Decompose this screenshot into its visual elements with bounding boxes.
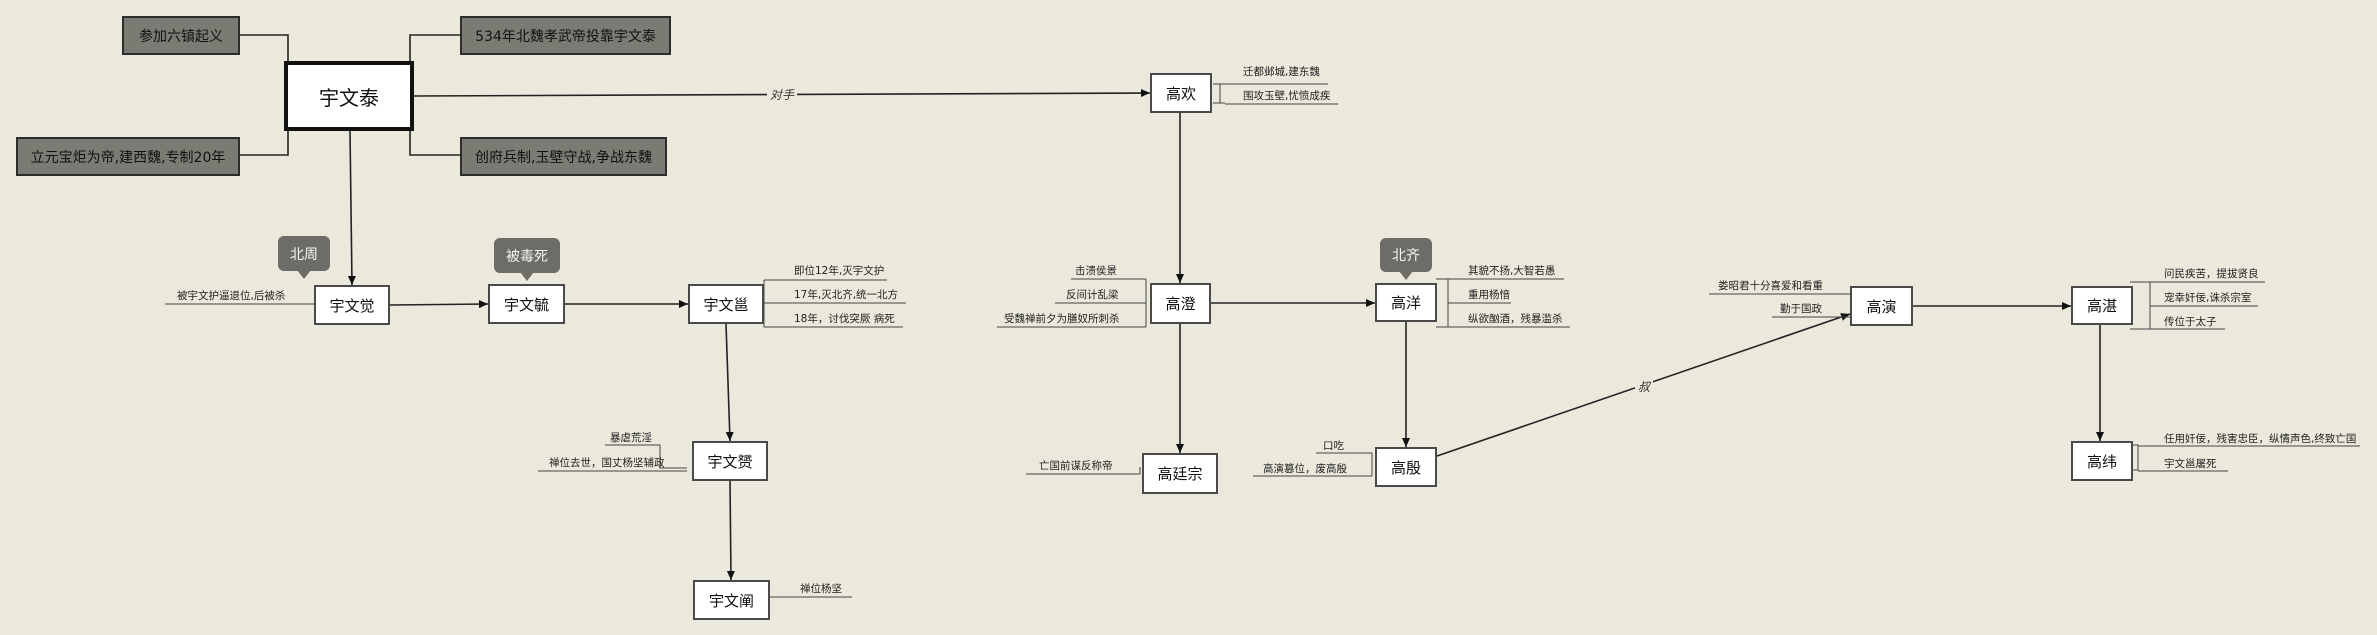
note-gaoyan-2: 勤于国政 bbox=[1780, 303, 1822, 315]
note-gaozhan-3: 传位于太子 bbox=[2164, 316, 2217, 328]
tag-liuzhen[interactable]: 参加六镇起义 bbox=[122, 16, 240, 55]
note-gaoyin-1: 口吃 bbox=[1323, 440, 1344, 452]
note-gaozhan-1: 问民疾苦，提拔贤良 bbox=[2164, 268, 2259, 280]
node-gaozhan[interactable]: 高湛 bbox=[2071, 286, 2133, 325]
tag-xiwei[interactable]: 立元宝炬为帝,建西魏,专制20年 bbox=[16, 137, 240, 176]
edge-yuwenyun-yuwenchan bbox=[726, 480, 735, 581]
note-yuwenyun-2: 禅位去世，国丈杨坚辅政 bbox=[549, 457, 665, 469]
connector-fubing bbox=[409, 130, 460, 156]
note-gaowei-1: 任用奸佞，残害忠臣，纵情声色,终致亡国 bbox=[2164, 433, 2357, 445]
node-yuwentai[interactable]: 宇文泰 bbox=[284, 61, 414, 131]
note-gaoyang-1: 其貌不扬,大智若愚 bbox=[1468, 265, 1556, 277]
note-yuwenyong-2: 17年,灭北齐,统一北方 bbox=[794, 289, 899, 301]
note-gaocheng-2: 反间计乱梁 bbox=[1066, 289, 1119, 301]
note-gaoyang-2: 重用杨愔 bbox=[1468, 289, 1510, 301]
note-yuwenyong-1: 即位12年,灭宇文护 bbox=[794, 265, 885, 277]
node-gaocheng[interactable]: 高澄 bbox=[1150, 283, 1211, 324]
note-gaocheng-1: 击溃侯景 bbox=[1075, 265, 1117, 277]
note-gaotingzong-1: 亡国前谋反称帝 bbox=[1039, 460, 1113, 472]
node-yuwenjue[interactable]: 宇文觉 bbox=[314, 285, 390, 325]
notes-gaocheng-bracket bbox=[1132, 278, 1147, 328]
note-gaohuan-2: 围攻玉壁,忧愤成疾 bbox=[1243, 90, 1331, 102]
node-yuwenchan[interactable]: 宇文阐 bbox=[693, 580, 770, 620]
connector-xiwei bbox=[240, 130, 289, 156]
connector-liuzhen bbox=[240, 34, 289, 62]
node-gaowei[interactable]: 高纬 bbox=[2071, 441, 2133, 481]
note-gaoyan-1: 娄昭君十分喜爱和看重 bbox=[1718, 280, 1823, 292]
note-gaoyin-2: 高演篡位，废高殷 bbox=[1263, 463, 1347, 475]
node-gaoyin[interactable]: 高殷 bbox=[1375, 447, 1437, 487]
note-yuwenjue-1: 被宇文护逼退位,后被杀 bbox=[177, 290, 286, 302]
notes-yuwenyong-bracket bbox=[763, 279, 778, 328]
edge-yuwenjue-yuwenyu bbox=[389, 300, 489, 309]
node-yuwenyun[interactable]: 宇文赟 bbox=[692, 441, 768, 481]
node-gaotingzong[interactable]: 高廷宗 bbox=[1142, 453, 1218, 494]
note-gaozhan-2: 宠幸奸佞,诛杀宗室 bbox=[2164, 292, 2252, 304]
bubble-beidusi: 被毒死 bbox=[494, 238, 560, 281]
edge-yuwentai-yuwenjue bbox=[347, 130, 356, 286]
tag-beiwei534[interactable]: 534年北魏孝武帝投靠宇文泰 bbox=[460, 16, 671, 55]
bubble-beiqi: 北齐 bbox=[1380, 238, 1432, 280]
note-gaohuan-1: 迁都邺城,建东魏 bbox=[1243, 66, 1320, 78]
note-gaocheng-3: 受魏禅前夕为膳奴所刺杀 bbox=[1004, 313, 1120, 325]
tag-fubing[interactable]: 创府兵制,玉壁守战,争战东魏 bbox=[460, 137, 667, 176]
node-gaoyang[interactable]: 高洋 bbox=[1375, 283, 1437, 322]
note-yuwenyun-1: 暴虐荒淫 bbox=[610, 432, 652, 444]
edge-label-duishou: 对手 bbox=[767, 88, 798, 102]
note-yuwenchan-1: 禅位杨坚 bbox=[800, 583, 842, 595]
edge-yuwenyong-yuwenyun bbox=[725, 323, 734, 442]
note-yuwenyong-3: 18年，讨伐突厥 病死 bbox=[794, 313, 895, 325]
node-yuwenyong[interactable]: 宇文邕 bbox=[688, 284, 764, 324]
bubble-beizhou: 北周 bbox=[278, 236, 330, 279]
node-gaoyan[interactable]: 高演 bbox=[1850, 286, 1913, 326]
notes-gaoyang-bracket bbox=[1436, 278, 1460, 328]
note-gaowei-2: 宇文邕屠死 bbox=[2164, 458, 2217, 470]
connector-beiwei534 bbox=[409, 34, 460, 62]
edge-label-shu: 叔 bbox=[1635, 380, 1654, 394]
note-gaoyang-3: 纵欲酗酒，残暴滥杀 bbox=[1468, 313, 1563, 325]
node-gaohuan[interactable]: 高欢 bbox=[1150, 73, 1212, 113]
notes-gaohuan-bracket bbox=[1213, 83, 1225, 104]
node-yuwenyu[interactable]: 宇文毓 bbox=[488, 284, 565, 324]
